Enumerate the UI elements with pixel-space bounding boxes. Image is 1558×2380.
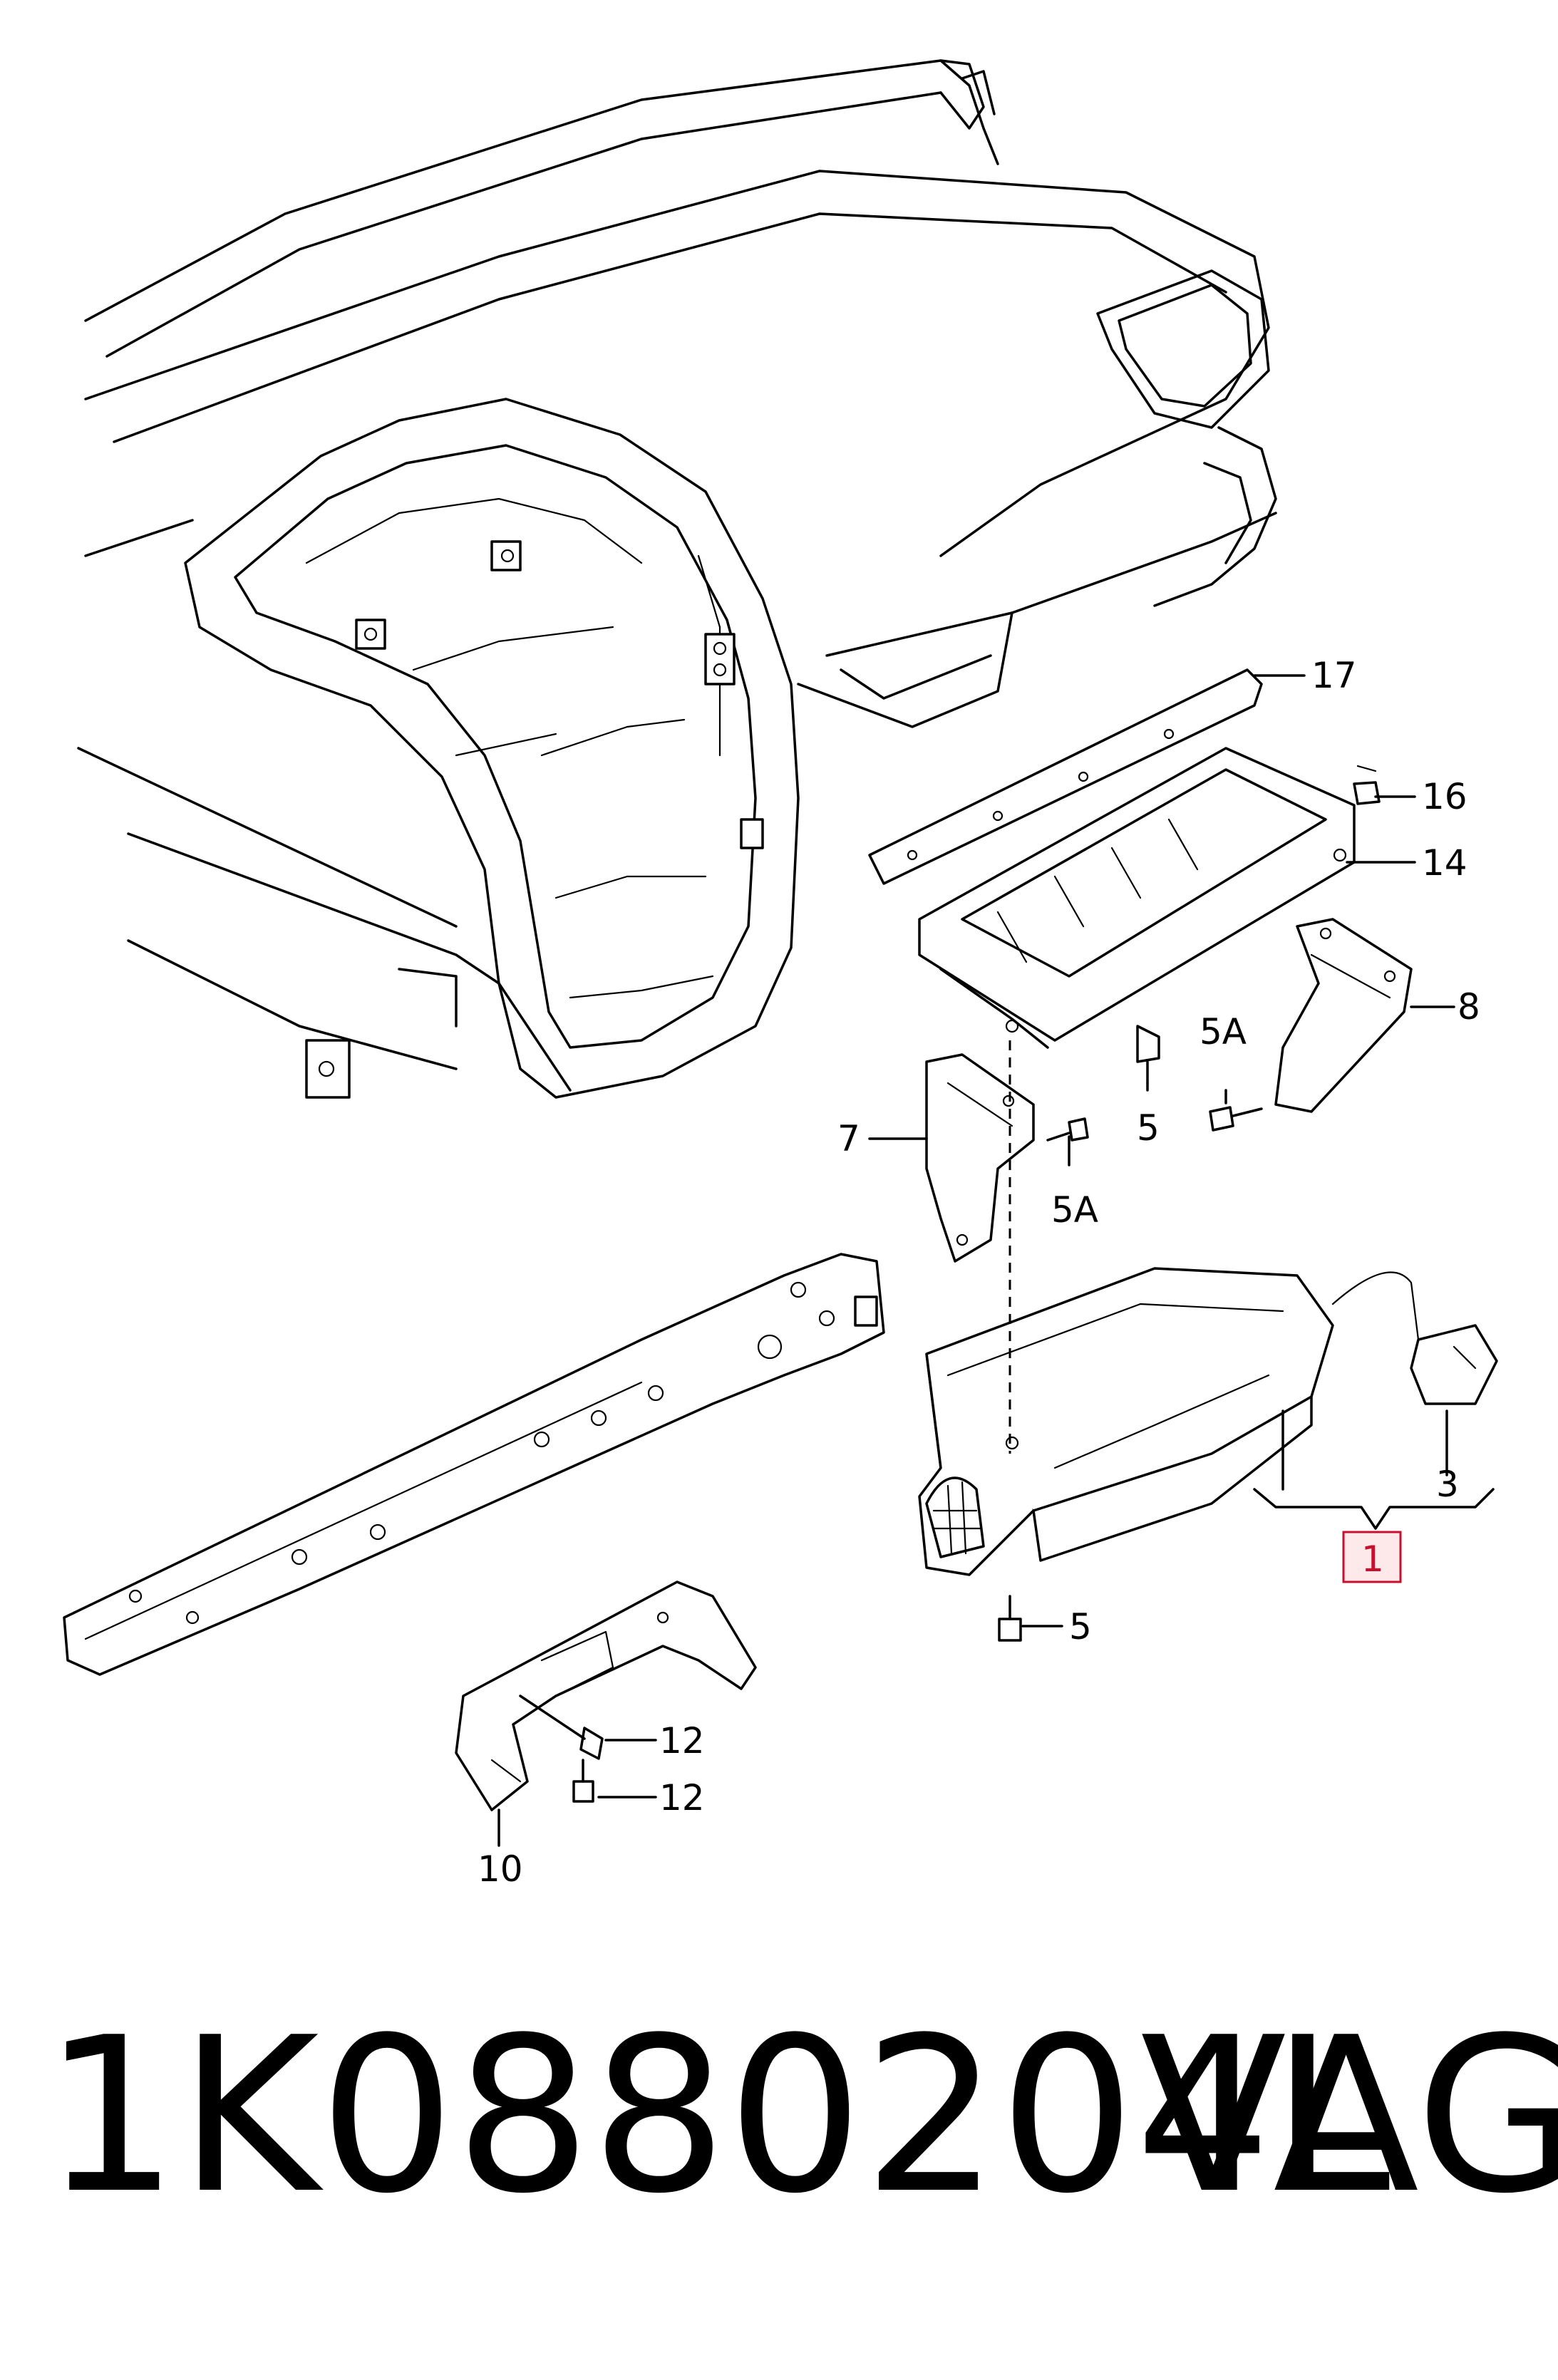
part-14-tray [918,747,1356,1049]
label-3: 3 [1436,1464,1459,1505]
callout-labels: 17 16 14 8 5A 5 7 5A 3 1 5 12 12 10 [478,655,1480,1890]
label-1-highlighted: 1 [1361,1538,1384,1580]
part-number: 1K0880204L [43,1992,1391,2240]
label-12-lower: 12 [659,1777,705,1818]
part-8-bracket [1274,918,1413,1113]
screws-12 [519,1695,604,1803]
leader-lines [497,674,1495,1847]
exploded-parts-diagram: 17 16 14 8 5A 5 7 5A 3 1 5 12 12 10 [63,59,1498,1890]
part-7-bracket [925,1053,1035,1263]
label-17: 17 [1311,655,1357,696]
cross-member-beam [63,1253,885,1676]
label-10: 10 [478,1848,523,1890]
part-number-footer: 1K0880204L VAG [0,2009,1558,2309]
label-5A-lower: 5A [1051,1189,1098,1231]
label-8: 8 [1458,986,1480,1028]
label-5-lower: 5 [1069,1606,1092,1647]
dashboard-outline [77,59,1277,1099]
screws [998,1025,1263,1642]
part-1-airbag-module [918,1267,1498,1576]
part-1-highlight-box [1342,1531,1402,1583]
label-14: 14 [1422,842,1467,884]
label-16: 16 [1422,776,1467,817]
brand-name: VAG [1140,1992,1558,2240]
label-12-upper: 12 [659,1720,705,1761]
label-5A-upper: 5A [1200,1011,1247,1052]
part-10-bracket [455,1580,757,1811]
part-17-strip [868,668,1263,885]
part-16-nut [1353,765,1381,805]
label-5-upper: 5 [1137,1107,1160,1149]
label-7: 7 [837,1118,860,1159]
